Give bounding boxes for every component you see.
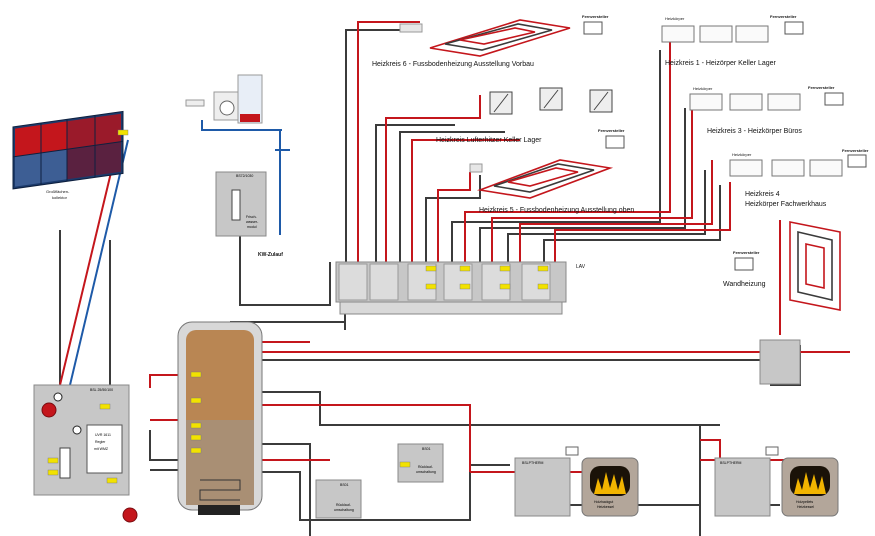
remote-label: Fernversteller xyxy=(770,14,797,19)
solar-station: BSL 25/50/100 UVR 1611 Regler mit WMZ xyxy=(33,384,130,496)
circuit-air-label: Heizkreis Lufterhitzer Keller Lager xyxy=(436,137,542,144)
return-switch-unit-2: BS01 Rücklauf- umschaltung xyxy=(315,479,362,519)
expansion-vessel-icon xyxy=(41,402,57,418)
heat-exchanger-icon xyxy=(59,447,71,479)
radiator-label: Heizkörper xyxy=(693,86,713,91)
boiler-station-1: BSLPTHERM Holzhackgut Heizkessel xyxy=(514,446,639,517)
buffer-tank xyxy=(177,321,263,515)
radiator-icon xyxy=(661,25,769,43)
controller-line-3: mit WMZ xyxy=(94,447,109,451)
kw-inflow-label: KW-Zulauf xyxy=(258,252,283,258)
solar-collector xyxy=(12,110,124,190)
return-unit-2-line-1: Rücklauf- xyxy=(336,503,352,507)
thermostat-icon xyxy=(583,21,603,35)
return-unit-1-title: BS01 xyxy=(422,447,431,451)
circuit-5-label: Heizkreis 5 - Fussbodenheizung Ausstellu… xyxy=(479,207,634,214)
circuit-4-label-1: Heizkreis 4 xyxy=(745,191,780,198)
manifold xyxy=(335,261,567,315)
circuit-1-label: Heizkreis 1 - Heizörper Keller Lager xyxy=(665,60,777,67)
remote-controls: Fernversteller Fernversteller Fernverste… xyxy=(582,14,869,271)
collector-label-1: Großflächen- xyxy=(46,189,70,194)
freshwater-line-1: Frisch- xyxy=(246,215,258,219)
radiator-icon xyxy=(689,93,801,111)
thermostat-icon xyxy=(734,257,754,271)
cold-pipes xyxy=(69,120,290,386)
collector-label-2: kollektor xyxy=(52,195,68,200)
flame-icon xyxy=(594,472,626,494)
expansion-vessel-icon xyxy=(122,507,138,523)
radiator-label: Heizkörper xyxy=(665,16,685,21)
circuit-6-label: Heizkreis 6 - Fussbodenheizung Ausstellu… xyxy=(372,61,534,68)
thermostat-icon xyxy=(784,21,804,35)
remote-label: Fernversteller xyxy=(733,250,760,255)
boiler-2-title: BSLPTHERM xyxy=(720,461,741,465)
controller-line-2: Regler xyxy=(95,440,106,444)
return-switch-unit-1: BS01 Rücklauf- umschaltung xyxy=(397,443,444,483)
lav-label: LAV xyxy=(576,264,586,270)
freshwater-line-3: modul xyxy=(247,225,257,229)
radiator-label: Heizkörper xyxy=(732,152,752,157)
wall-heating-coil-icon xyxy=(789,221,841,311)
freshwater-module: BS72/1030 Frisch- wasser- modul xyxy=(215,171,267,237)
boiler-2-line-2: Heizkessel xyxy=(797,505,814,509)
circuit-3-label: Heizkreis 3 - Heizkörper Büros xyxy=(707,128,802,135)
fan-coil-icon xyxy=(489,87,613,115)
remote-label: Fernversteller xyxy=(582,14,609,19)
remote-label: Fernversteller xyxy=(598,128,625,133)
return-unit-1-line-2: umschaltung xyxy=(416,470,436,474)
pump-icon xyxy=(72,425,82,435)
remote-label: Fernversteller xyxy=(842,148,869,153)
controller-line-1: UVR 1611 xyxy=(95,433,111,437)
flame-icon xyxy=(794,472,826,494)
return-unit-2-line-2: umschaltung xyxy=(334,508,354,512)
thermostat-icon xyxy=(824,92,844,106)
boiler-1-line-2: Heizkessel xyxy=(597,505,614,509)
radiator-icon xyxy=(729,159,843,177)
wall-heating-station xyxy=(759,339,801,385)
circuit-4-label-2: Heizkörper Fachwerkhaus xyxy=(745,201,827,208)
boiler-1-title: BSLPTHERM xyxy=(522,461,543,465)
boiler-2-line-1: Holzpellets xyxy=(796,500,813,504)
solar-station-title: BSL 25/50/100 xyxy=(90,388,113,392)
floor-heating-coil-icon xyxy=(476,159,614,199)
pressure-gauge-icon xyxy=(53,392,63,402)
return-unit-1-line-1: Rücklauf- xyxy=(418,465,434,469)
sensor-tag xyxy=(117,129,129,136)
boiler-station-2: BSLPTHERM Holzpellets Heizkessel xyxy=(714,446,839,517)
wall-heating-label: Wandheizung xyxy=(723,281,766,288)
boiler-1-line-1: Holzhackgut xyxy=(594,500,613,504)
sanitary-fixtures xyxy=(185,74,263,124)
return-unit-2-title: BS01 xyxy=(340,483,349,487)
freshwater-title: BS72/1030 xyxy=(236,174,253,178)
thermostat-icon xyxy=(847,154,867,168)
floor-heating-coil-icon xyxy=(429,19,571,57)
thermostat-icon xyxy=(605,135,625,149)
freshwater-line-2: wasser- xyxy=(246,220,259,224)
remote-label: Fernversteller xyxy=(808,85,835,90)
